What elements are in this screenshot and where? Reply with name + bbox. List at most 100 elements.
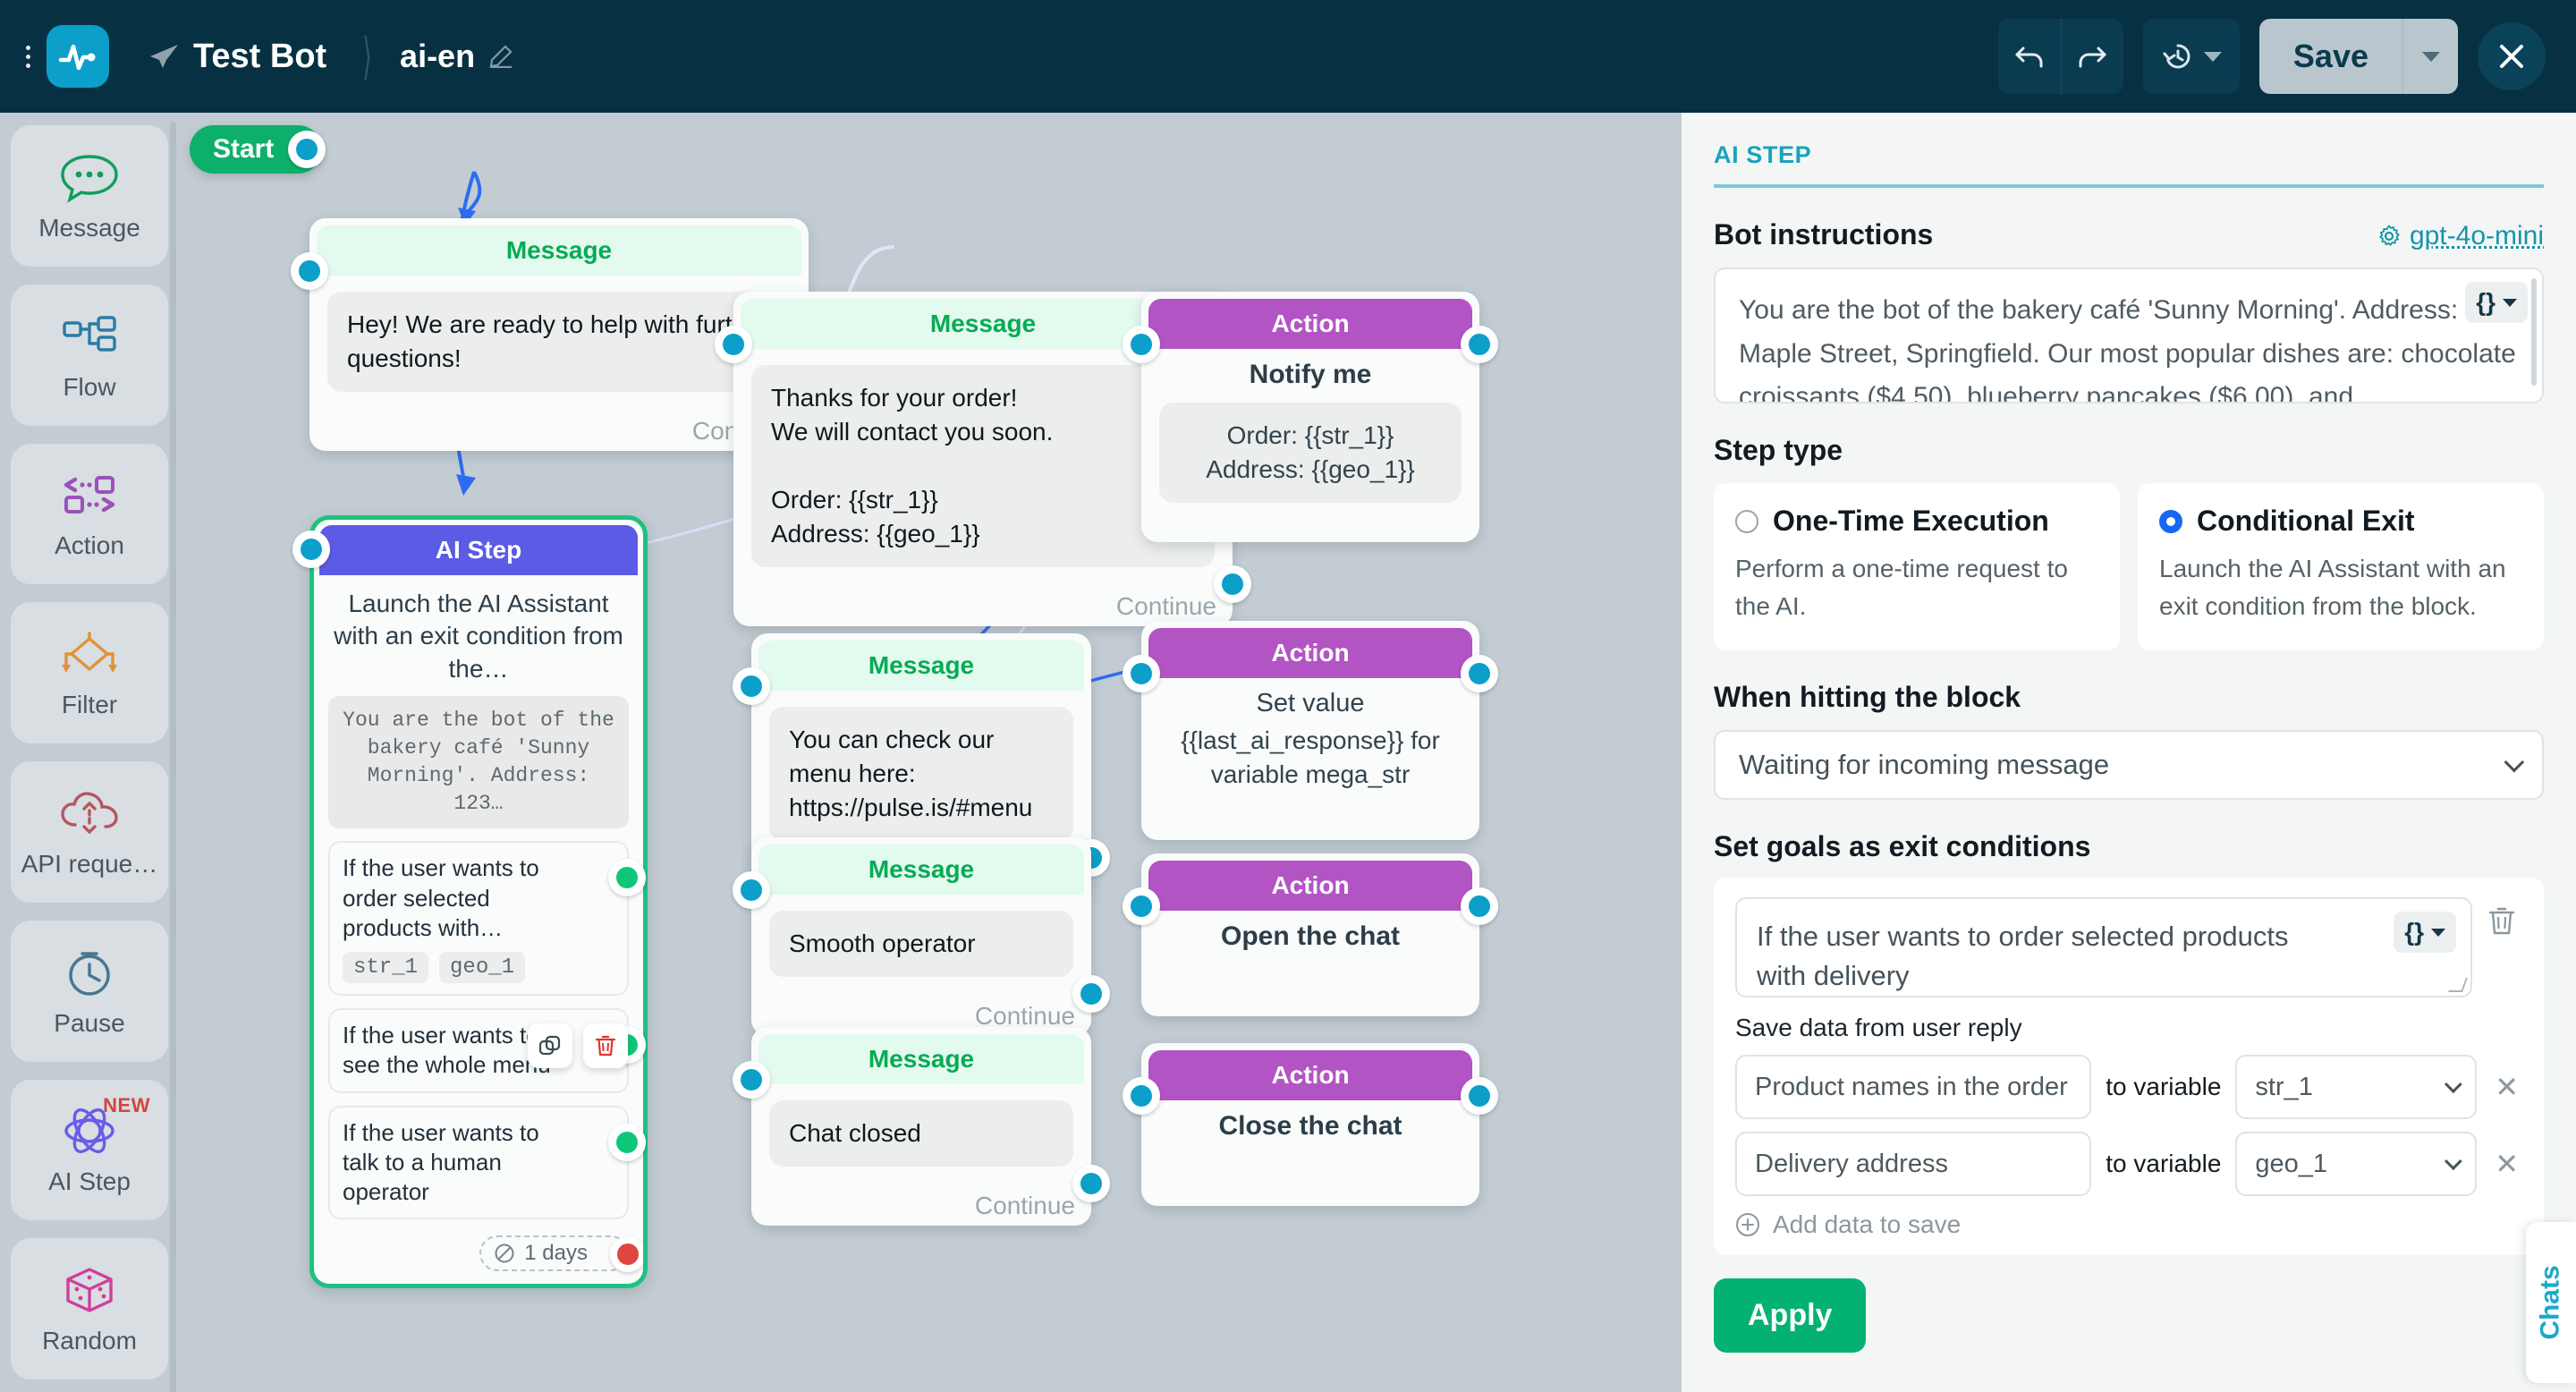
insert-variable-button[interactable]: {} — [2465, 282, 2528, 323]
node-output-port[interactable] — [1461, 326, 1498, 363]
mapping-description-input[interactable]: Product names in the order — [1735, 1055, 2092, 1119]
save-button[interactable]: Save — [2258, 19, 2402, 94]
node-input-port[interactable] — [715, 326, 752, 363]
redo-button[interactable] — [2060, 19, 2123, 94]
bot-name-label: Test Bot — [193, 37, 327, 75]
node-output-port[interactable] — [1461, 1077, 1498, 1115]
node-input-port[interactable] — [1123, 326, 1160, 363]
history-button[interactable] — [2142, 19, 2240, 94]
textarea-resize-handle[interactable] — [2448, 978, 2468, 992]
pulse-logo-icon[interactable] — [47, 25, 109, 88]
add-data-to-save-button[interactable]: Add data to save — [1735, 1210, 2522, 1239]
apply-button[interactable]: Apply — [1714, 1278, 1867, 1353]
when-hitting-block-select[interactable]: Waiting for incoming message — [1714, 730, 2544, 800]
radio-one-time-execution[interactable] — [1735, 509, 1758, 533]
remove-mapping-button[interactable]: ✕ — [2495, 1071, 2519, 1103]
mapping-variable-select[interactable]: str_1 — [2235, 1055, 2478, 1119]
flow-canvas[interactable]: Start Message Hey! We are ready to help … — [179, 113, 1682, 1392]
node-action-close-chat[interactable]: Action Close the chat — [1123, 1043, 1498, 1206]
node-output-port[interactable] — [1461, 655, 1498, 692]
save-options-button[interactable] — [2402, 19, 2458, 94]
flow-name-breadcrumb[interactable]: ai-en — [400, 38, 513, 75]
sidebar-item-flow[interactable]: Flow — [11, 284, 168, 426]
sidebar-item-ai-step[interactable]: NEW AI Step — [11, 1079, 168, 1221]
step-type-section: Step type One-Time Execution Perform a o… — [1714, 434, 2544, 650]
node-body: {{last_ai_response}} for variable mega_s… — [1141, 724, 1479, 810]
node-body: Order: {{str_1}} Address: {{geo_1}} — [1141, 403, 1479, 515]
node-message-chat-closed[interactable]: Message Chat closed Continue — [733, 1027, 1110, 1226]
variable-chip: geo_1 — [439, 952, 526, 984]
sidebar-item-message[interactable]: Message — [11, 125, 168, 267]
sidebar-item-action[interactable]: Action — [11, 443, 168, 585]
node-output-port[interactable] — [1072, 1165, 1110, 1203]
bot-instructions-textarea[interactable]: You are the bot of the bakery café 'Sunn… — [1714, 267, 2544, 403]
sidebar-item-random[interactable]: Random — [11, 1238, 168, 1379]
node-header: Action — [1148, 861, 1472, 911]
node-action-set-value[interactable]: Action Set value {{last_ai_response}} fo… — [1123, 621, 1498, 841]
node-input-port[interactable] — [1123, 655, 1160, 692]
textarea-scrollbar[interactable] — [2531, 278, 2537, 386]
ai-timeout-chip[interactable]: 1 days — [479, 1235, 643, 1273]
chevron-down-icon — [2504, 751, 2525, 773]
duplicate-icon — [538, 1035, 561, 1056]
action-title: Open the chat — [1220, 921, 1401, 951]
node-output-port[interactable] — [1214, 565, 1251, 604]
step-type-one-time-execution[interactable]: One-Time Execution Perform a one-time re… — [1714, 483, 2120, 650]
node-input-port[interactable] — [733, 1061, 770, 1099]
goal-textarea[interactable]: If the user wants to order selected prod… — [1735, 897, 2472, 997]
speech-bubble-icon — [57, 149, 122, 205]
ai-goal-output-port[interactable] — [608, 1123, 646, 1161]
node-ai-step[interactable]: AI Step Launch the AI Assistant with an … — [292, 515, 648, 1289]
action-text: {{last_ai_response}} for variable mega_s… — [1181, 726, 1440, 789]
node-output-port[interactable] — [1072, 975, 1110, 1014]
ai-goal-row[interactable]: If the user wants to order selected prod… — [328, 841, 646, 997]
stopwatch-icon — [57, 945, 122, 1000]
ai-goal-row[interactable]: If the user wants to talk to a human ope… — [328, 1105, 646, 1220]
start-output-port[interactable] — [288, 131, 326, 168]
radio-conditional-exit[interactable] — [2159, 509, 2182, 533]
delete-node-button[interactable] — [583, 1023, 628, 1068]
ai-goal-text: If the user wants to talk to a human ope… — [343, 1118, 539, 1206]
node-output-port[interactable] — [1461, 887, 1498, 925]
node-action-notify-me[interactable]: Action Notify me Order: {{str_1}} Addres… — [1123, 292, 1498, 543]
insert-variable-button[interactable]: {} — [2394, 912, 2456, 953]
node-input-port[interactable] — [1123, 1077, 1160, 1115]
ai-goal-row[interactable]: If the user wants to see the whole menu — [328, 1008, 646, 1093]
chevron-down-icon — [2431, 928, 2445, 937]
ai-timeout-output-port[interactable] — [610, 1236, 643, 1273]
sidebar-item-api-request[interactable]: API reque… — [11, 761, 168, 903]
ai-goal-output-port[interactable] — [608, 859, 646, 897]
mapping-variable-select[interactable]: geo_1 — [2235, 1132, 2478, 1196]
chevron-down-icon — [2421, 51, 2440, 62]
chats-tab[interactable]: Chats — [2526, 1222, 2576, 1383]
remove-mapping-button[interactable]: ✕ — [2495, 1148, 2519, 1180]
node-action-open-chat[interactable]: Action Open the chat — [1123, 853, 1498, 1016]
step-type-conditional-exit[interactable]: Conditional Exit Launch the AI Assistant… — [2138, 483, 2544, 650]
pencil-icon[interactable] — [489, 45, 513, 68]
start-node[interactable]: Start — [190, 125, 326, 174]
bot-name-breadcrumb[interactable]: Test Bot — [148, 38, 326, 76]
ai-step-settings-panel: AI STEP Bot instructions gpt-4o-mini You… — [1682, 113, 2576, 1392]
delete-goal-button[interactable] — [2487, 897, 2522, 941]
node-message-operator[interactable]: Message Smooth operator Continue — [733, 837, 1110, 1037]
close-button[interactable] — [2478, 22, 2546, 90]
sidebar-item-pause[interactable]: Pause — [11, 920, 168, 1062]
sidebar-label: Action — [55, 531, 124, 560]
sidebar-item-filter[interactable]: Filter — [11, 602, 168, 743]
mapping-description-input[interactable]: Delivery address — [1735, 1132, 2092, 1196]
node-input-port[interactable] — [733, 871, 770, 909]
mapping-row: Delivery address to variable geo_1 ✕ — [1735, 1132, 2522, 1196]
history-clock-icon — [2163, 44, 2190, 69]
kebab-menu-icon[interactable] — [13, 45, 43, 68]
node-input-port[interactable] — [291, 252, 328, 290]
sidebar-scrollbar[interactable] — [170, 122, 176, 1392]
model-selector-link[interactable]: gpt-4o-mini — [2377, 221, 2544, 251]
undo-button[interactable] — [1997, 19, 2061, 94]
node-input-port[interactable] — [292, 530, 330, 568]
trash-icon — [595, 1035, 616, 1057]
node-input-port[interactable] — [1123, 887, 1160, 925]
bot-instructions-value: You are the bot of the bakery café 'Sunn… — [1739, 295, 2516, 403]
topbar-actions: Save — [1997, 19, 2576, 94]
node-input-port[interactable] — [733, 667, 770, 705]
duplicate-node-button[interactable] — [528, 1023, 572, 1068]
